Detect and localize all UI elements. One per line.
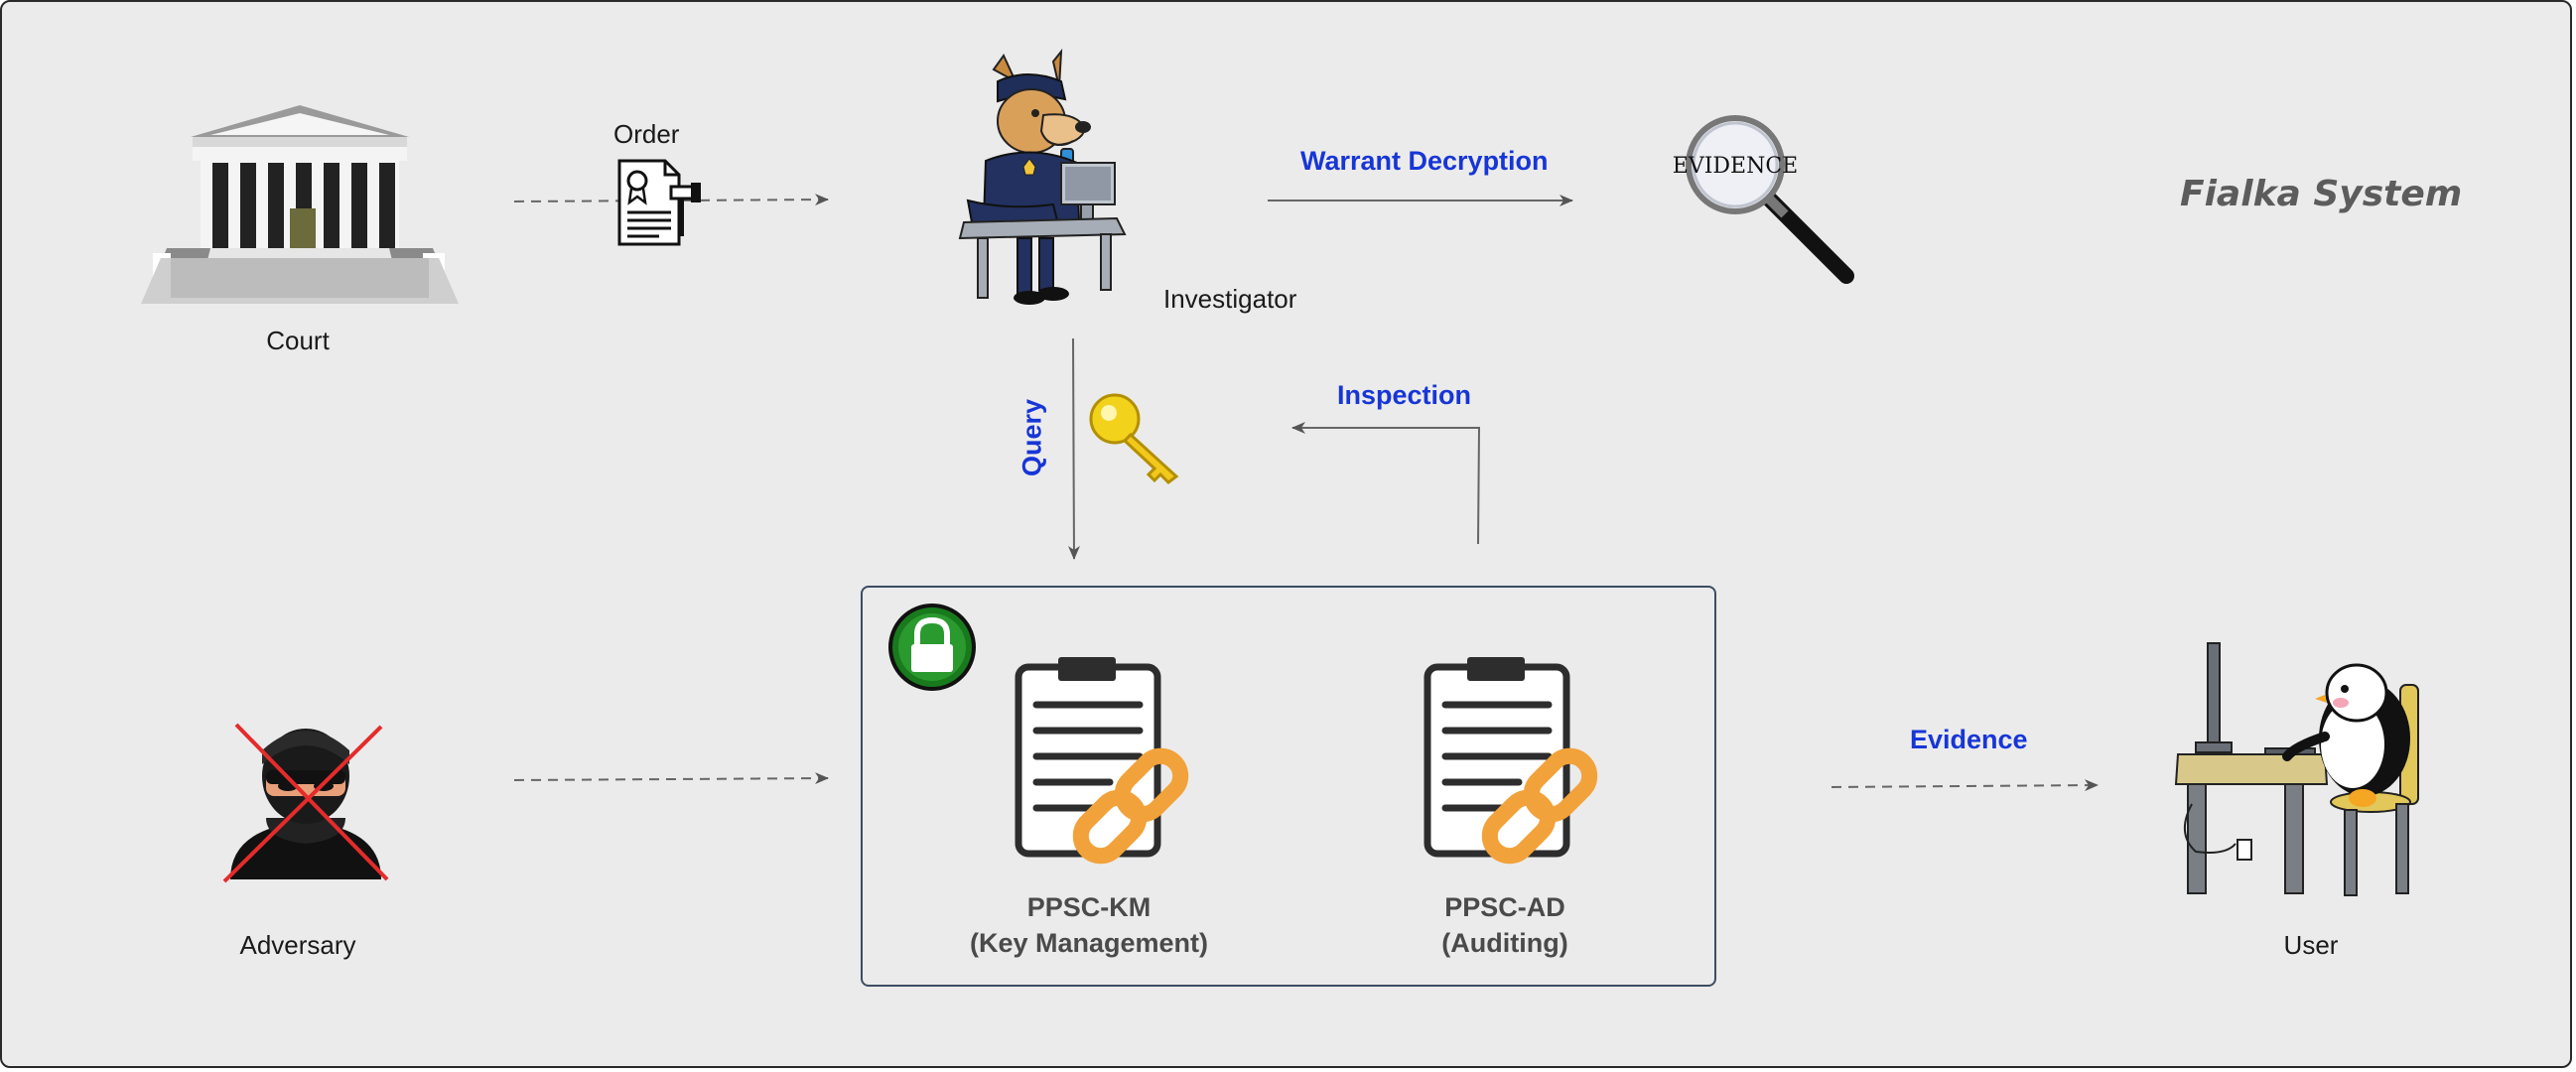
lock-badge-icon: [888, 603, 976, 691]
key-icon: [1089, 393, 1179, 484]
court-label: Court: [266, 326, 330, 355]
ppsc-container-box: [861, 586, 1716, 987]
query-arrow: [1067, 337, 1080, 560]
investigator-label: Investigator: [1163, 284, 1297, 314]
court-building-icon: [141, 105, 459, 304]
evidence-arrow: [1830, 779, 2099, 792]
adversary-hacker-icon: [222, 723, 389, 883]
inspection-label: Inspection: [1337, 380, 1472, 410]
adversary-arrow: [513, 772, 829, 785]
ppsc-ad-subtitle: (Auditing): [1441, 928, 1568, 958]
ppsc-km-subtitle: (Key Management): [969, 928, 1209, 958]
evidence-magnifier-icon: EVIDENCE: [1673, 115, 1854, 284]
ppsc-ad-title: PPSC-AD: [1444, 892, 1565, 922]
ppsc-ad-clipboard-icon: [1424, 657, 1598, 865]
adversary-label: Adversary: [239, 930, 356, 960]
evidence-label: Evidence: [1910, 725, 2028, 754]
warrant-decryption-label: Warrant Decryption: [1300, 146, 1549, 176]
evidence-stamp-text: EVIDENCE: [1673, 154, 1798, 179]
order-document-icon: [617, 159, 701, 246]
investigator-dog-icon: [958, 48, 1127, 305]
order-label: Order: [613, 119, 680, 149]
inspection-arrow: [1291, 422, 1481, 545]
query-label: Query: [1017, 398, 1047, 477]
system-title: Fialka System: [2180, 174, 2463, 214]
ppsc-km-title: PPSC-KM: [1026, 892, 1152, 922]
user-label: User: [2283, 930, 2339, 960]
ppsc-km-clipboard-icon: [1015, 657, 1189, 865]
user-penguin-icon: [2174, 642, 2419, 896]
